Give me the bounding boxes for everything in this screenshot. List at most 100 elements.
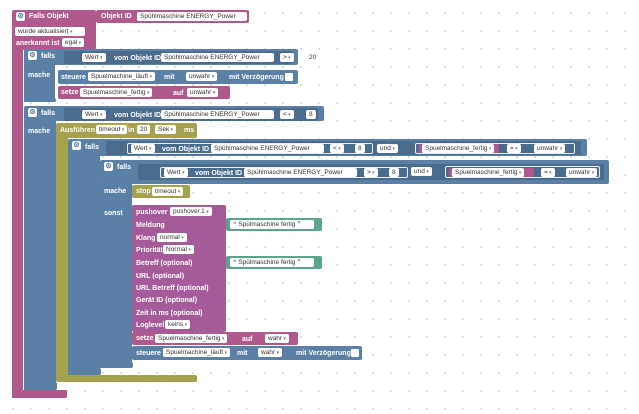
mit-label: mit <box>237 350 248 357</box>
falls-label: falls <box>41 53 56 60</box>
pushover-block[interactable] <box>132 205 226 332</box>
vom-objekt-label: vom Objekt ID <box>195 170 243 177</box>
if-block-1-spine <box>24 64 55 102</box>
if-block-4-footer <box>100 362 133 368</box>
mache-label: mache <box>104 188 127 195</box>
wert-dropdown[interactable]: Wert <box>82 53 106 62</box>
meldung-text-field[interactable]: ❝ Spülmaschine fertig ❞ <box>230 220 314 229</box>
falls-label: falls <box>117 164 132 171</box>
setze-value-dropdown[interactable]: unwahr <box>187 88 219 97</box>
auf-label: auf <box>242 336 253 343</box>
setze-var-dropdown[interactable]: Spuelmaschine_fertig <box>155 334 228 343</box>
mache-label: mache <box>28 72 51 79</box>
bool-dropdown[interactable]: unwahr <box>534 144 566 153</box>
meldung-label: Meldung <box>136 222 165 229</box>
betreff-label: Betreff (optional) <box>136 260 193 267</box>
url-label: URL (optional) <box>136 273 185 280</box>
unit-dropdown[interactable]: Sek <box>155 125 177 134</box>
ack-dropdown[interactable]: egal <box>62 38 85 47</box>
operator-dropdown[interactable]: > <box>280 53 294 62</box>
setze-label: setze <box>61 89 79 96</box>
steuere-label: steuere <box>61 74 86 81</box>
wert-dropdown[interactable]: Wert <box>131 144 155 153</box>
prioritaet-dropdown[interactable]: Normal <box>163 245 194 254</box>
auf-label: auf <box>173 90 184 97</box>
object-field[interactable]: Spühlmaschine ENERGY_Power <box>211 144 324 153</box>
gear-icon[interactable]: ⚙ <box>28 108 37 117</box>
verzoegerung-label: mit Verzögerung <box>296 350 351 357</box>
if-block-1-footer <box>24 98 56 102</box>
trigger-block-spine <box>12 48 23 398</box>
if-block-2-spine <box>24 120 56 390</box>
stop-timeout-dropdown[interactable]: timeout <box>152 187 184 196</box>
geraet-label: Gerät ID (optional) <box>136 297 198 304</box>
prioritaet-label: Priorität <box>136 247 163 254</box>
timeout-name-field[interactable]: timeout <box>96 125 128 134</box>
number-field[interactable]: 8 <box>389 168 399 177</box>
loglevel-label: Loglevel <box>136 322 165 329</box>
verzoegerung-label: mit Verzögerung <box>229 74 284 81</box>
falls-label: falls <box>85 144 100 151</box>
mit-label: mit <box>164 74 175 81</box>
delay-checkbox[interactable] <box>285 73 293 81</box>
object-id-label: Objekt ID <box>101 13 132 20</box>
object-field[interactable]: Spühlmaschine ENERGY_Power <box>161 53 274 62</box>
object-field[interactable]: Spühlmaschine ENERGY_Power <box>244 168 357 177</box>
number-field[interactable]: 8 <box>306 110 316 119</box>
wert-dropdown[interactable]: Wert <box>82 110 106 119</box>
ausfuehren-label: Ausführen <box>60 127 95 134</box>
number-field[interactable]: 20 <box>306 53 320 62</box>
object-field[interactable]: Spühlmaschine ENERGY_Power <box>161 110 274 119</box>
wert-dropdown[interactable]: Wert <box>164 168 188 177</box>
pushover-instance-dropdown[interactable]: pushover.1 <box>170 207 212 216</box>
trigger-block-footer <box>12 390 67 398</box>
setze-label: setze <box>136 335 154 342</box>
if-block-3-spine <box>68 155 100 375</box>
trigger-title: Falls Objekt <box>29 13 69 20</box>
steuere-target-dropdown[interactable]: Spuelmachine_läuft <box>88 72 156 81</box>
setze-var-dropdown[interactable]: Spuelmaschine_fertig <box>80 88 153 97</box>
operator-dropdown[interactable]: < <box>330 144 344 153</box>
klang-dropdown[interactable]: normal <box>157 233 187 242</box>
trigger-dropdown[interactable]: wurde aktualisiert <box>15 27 85 36</box>
operator-dropdown[interactable]: > <box>364 168 378 177</box>
setze-value-dropdown[interactable]: wahr <box>265 334 289 343</box>
if-block-4-spine <box>100 183 132 368</box>
variable-dropdown[interactable]: Spuelmaschine_fertig <box>422 144 495 153</box>
steuere-value-dropdown[interactable]: wahr <box>258 348 282 357</box>
betreff-text-field[interactable]: ❝ Spülmaschine fertig ❞ <box>230 258 314 267</box>
vom-objekt-label: vom Objekt ID <box>162 146 210 153</box>
ack-label: anerkannt ist <box>16 40 60 47</box>
if-block-3-footer <box>68 368 101 375</box>
vom-objekt-label: vom Objekt ID <box>114 112 162 119</box>
bool-dropdown[interactable]: unwahr <box>566 168 598 177</box>
steuere-target-dropdown[interactable]: Spuelmachine_läuft <box>163 348 231 357</box>
timeout-value-field[interactable]: 20 <box>137 125 151 134</box>
timeout-block-spine <box>56 137 68 381</box>
falls-label: falls <box>41 110 56 117</box>
und-dropdown[interactable]: und <box>411 167 432 176</box>
gear-icon[interactable]: ⚙ <box>104 162 113 171</box>
steuere-value-dropdown[interactable]: unwahr <box>186 72 218 81</box>
delay-checkbox[interactable] <box>351 349 359 357</box>
variable-dropdown[interactable]: Spuelmaschine_fertig <box>452 168 525 177</box>
mache-label: mache <box>28 128 51 135</box>
compare-op-dropdown[interactable]: = <box>541 168 555 177</box>
url-betreff-label: URL Betreff (optional) <box>136 285 209 292</box>
if-block-2-footer <box>24 382 57 390</box>
steuere-label: steuere <box>136 350 161 357</box>
stop-label: stop <box>136 188 151 195</box>
klang-label: Klang <box>136 235 156 242</box>
und-dropdown[interactable]: und <box>377 144 398 153</box>
operator-dropdown[interactable]: < <box>280 110 294 119</box>
vom-objekt-label: vom Objekt ID <box>114 55 162 62</box>
gear-icon[interactable]: ⚙ <box>28 51 37 60</box>
zeit-label: Zeit in ms (optional) <box>136 310 203 317</box>
object-id-field[interactable]: Spühlmaschine ENERGY_Power <box>137 12 247 21</box>
compare-op-dropdown[interactable]: = <box>507 144 521 153</box>
timeout-block-footer <box>56 375 197 382</box>
gear-icon[interactable]: ⚙ <box>72 141 81 150</box>
gear-icon[interactable]: ⚙ <box>16 12 25 21</box>
number-field[interactable]: 8 <box>355 144 365 153</box>
loglevel-dropdown[interactable]: keins <box>165 320 191 329</box>
